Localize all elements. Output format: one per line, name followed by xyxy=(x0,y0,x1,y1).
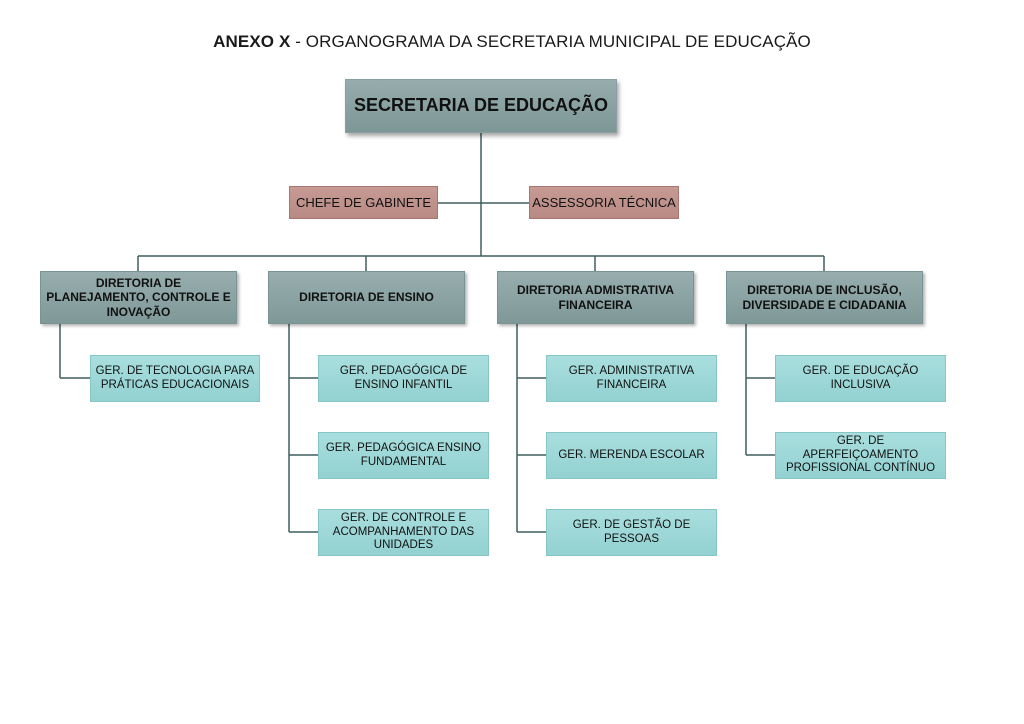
unit-label: GER. DE EDUCAÇÃO INCLUSIVA xyxy=(802,364,919,391)
unit-label: GER. DE TECNOLOGIA PARA PRÁTICAS EDUCACI… xyxy=(95,364,255,391)
unit-node-administrativa-financeira: GER. ADMINISTRATIVA FINANCEIRA xyxy=(546,355,717,402)
unit-node-ensino-infantil: GER. PEDAGÓGICA DE ENSINO INFANTIL xyxy=(318,355,489,402)
directorate-label: DIRETORIA ADMISTRATIVA FINANCEIRA xyxy=(516,283,675,312)
unit-node-gestao-pessoas: GER. DE GESTÃO DE PESSOAS xyxy=(546,509,717,556)
unit-node-merenda-escolar: GER. MERENDA ESCOLAR xyxy=(546,432,717,479)
directorate-label: DIRETORIA DE PLANEJAMENTO, CONTROLE E IN… xyxy=(46,275,231,319)
staff-node-label: CHEFE DE GABINETE xyxy=(295,194,432,210)
directorate-label: DIRETORIA DE INCLUSÃO, DIVERSIDADE E CID… xyxy=(742,283,907,312)
page-title: ANEXO X - ORGANOGRAMA DA SECRETARIA MUNI… xyxy=(0,32,1024,52)
directorate-node-ensino: DIRETORIA DE ENSINO xyxy=(268,271,465,324)
directorate-node-administrativa: DIRETORIA ADMISTRATIVA FINANCEIRA xyxy=(497,271,694,324)
title-annex: ANEXO X xyxy=(213,32,291,51)
unit-label: GER. ADMINISTRATIVA FINANCEIRA xyxy=(568,364,695,391)
unit-label: GER. PEDAGÓGICA ENSINO FUNDAMENTAL xyxy=(325,441,482,468)
root-node-label: SECRETARIA DE EDUCAÇÃO xyxy=(353,95,608,116)
staff-node-assessoria-tecnica: ASSESSORIA TÉCNICA xyxy=(529,186,679,219)
unit-label: GER. DE APERFEIÇOAMENTO PROFISSIONAL CON… xyxy=(785,434,936,475)
unit-node-controle-unidades: GER. DE CONTROLE E ACOMPANHAMENTO DAS UN… xyxy=(318,509,489,556)
unit-node-tecnologia: GER. DE TECNOLOGIA PARA PRÁTICAS EDUCACI… xyxy=(90,355,260,402)
staff-node-chefe-de-gabinete: CHEFE DE GABINETE xyxy=(289,186,438,219)
directorate-label: DIRETORIA DE ENSINO xyxy=(299,290,434,305)
unit-label: GER. DE CONTROLE E ACOMPANHAMENTO DAS UN… xyxy=(332,511,475,552)
unit-label: GER. PEDAGÓGICA DE ENSINO INFANTIL xyxy=(339,364,468,391)
unit-node-educacao-inclusiva: GER. DE EDUCAÇÃO INCLUSIVA xyxy=(775,355,946,402)
unit-label: GER. DE GESTÃO DE PESSOAS xyxy=(572,518,691,545)
root-node-secretaria: SECRETARIA DE EDUCAÇÃO xyxy=(345,79,617,133)
title-text: - ORGANOGRAMA DA SECRETARIA MUNICIPAL DE… xyxy=(290,32,811,51)
directorate-node-planejamento: DIRETORIA DE PLANEJAMENTO, CONTROLE E IN… xyxy=(40,271,237,324)
unit-label: GER. MERENDA ESCOLAR xyxy=(558,448,705,461)
directorate-node-inclusao: DIRETORIA DE INCLUSÃO, DIVERSIDADE E CID… xyxy=(726,271,923,324)
unit-node-ensino-fundamental: GER. PEDAGÓGICA ENSINO FUNDAMENTAL xyxy=(318,432,489,479)
unit-node-aperfeicoamento: GER. DE APERFEIÇOAMENTO PROFISSIONAL CON… xyxy=(775,432,946,479)
staff-node-label: ASSESSORIA TÉCNICA xyxy=(532,194,676,210)
